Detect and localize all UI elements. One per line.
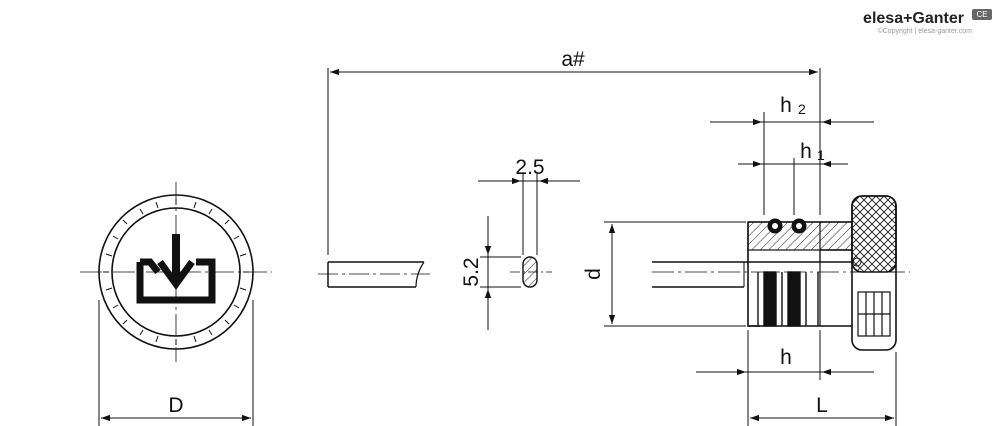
thread-lower [757,271,819,327]
label-5-2: 5.2 [460,257,483,286]
label-2-5: 2.5 [515,156,544,179]
label-a-hash: a# [561,48,585,71]
side-view [604,112,910,426]
head-lower-detail [857,291,891,337]
brand-badge: CE [972,9,992,20]
label-h: h [780,346,792,369]
front-inner-face [111,207,241,337]
svg-text:h: h [800,140,812,163]
label-h1: h 1 [800,140,825,163]
front-view [80,182,272,426]
svg-text:1: 1 [817,147,825,163]
front-knurl-ticks [103,199,249,345]
label-d: d [582,268,605,280]
brand-copyright: ©Copyright | elesa-ganter.com [877,28,972,35]
oring-section [478,174,580,330]
oil-fill-symbol-icon [136,234,216,304]
brand-logo: elesa+Ganter [863,10,964,27]
front-outer-rim [98,194,254,350]
label-D: D [168,394,183,417]
tube-segment [318,261,430,288]
svg-text:h: h [780,94,792,117]
label-L: L [816,394,828,417]
label-h2: h 2 [780,94,806,117]
svg-text:2: 2 [798,101,806,117]
a-hash-dimension [327,68,821,255]
